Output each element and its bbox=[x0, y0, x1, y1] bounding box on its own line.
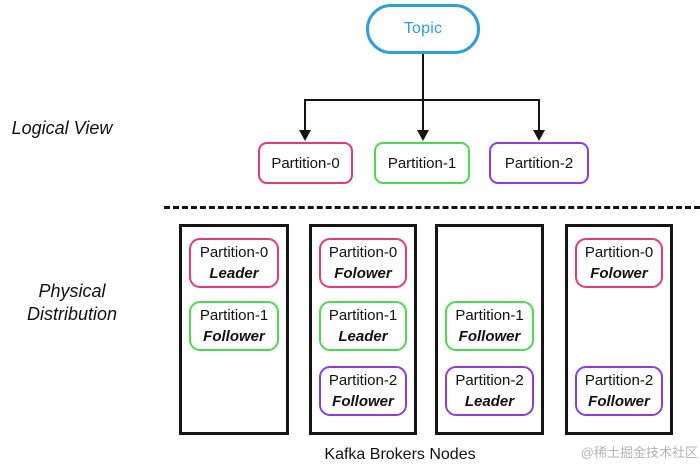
connector-horizontal-bar bbox=[304, 99, 540, 101]
broker-node-1: Partition-0 Leader Partition-1 Follower bbox=[179, 224, 289, 435]
topic-node: Topic bbox=[366, 4, 480, 54]
replica-partition-label: Partition-2 bbox=[455, 372, 524, 389]
replica-role-label: Follower bbox=[203, 328, 265, 345]
logical-partition-0: Partition-0 bbox=[258, 142, 353, 184]
replica-box: Partition-2 Follower bbox=[575, 366, 663, 416]
replica-partition-label: Partition-0 bbox=[199, 244, 269, 261]
logical-view-label: Logical View bbox=[11, 118, 113, 138]
arrow-down-icon-partition-1 bbox=[417, 130, 429, 141]
replica-role-label: Follower bbox=[588, 393, 650, 410]
replica-box: Partition-0 Folower bbox=[575, 238, 663, 288]
broker-node-3: Partition-1 Follower Partition-2 Leader bbox=[435, 224, 544, 435]
replica-role-label: Folower bbox=[334, 265, 392, 282]
physical-label-line2: Distribution bbox=[26, 304, 118, 324]
replica-partition-label: Partition-0 bbox=[584, 244, 654, 261]
replica-role-label: Folower bbox=[590, 265, 648, 282]
broker-node-2: Partition-0 Folower Partition-1 Leader P… bbox=[309, 224, 417, 435]
brokers-caption: Kafka Brokers Nodes bbox=[324, 446, 476, 463]
replica-role-label: Follower bbox=[332, 393, 394, 410]
replica-box: Partition-1 Follower bbox=[189, 301, 279, 351]
replica-partition-label: Partition-2 bbox=[328, 372, 398, 389]
logical-physical-divider bbox=[164, 206, 700, 209]
connector-topic-center-stem bbox=[422, 54, 424, 131]
replica-partition-label: Partition-0 bbox=[328, 244, 398, 261]
replica-role-label: Leader bbox=[464, 393, 515, 410]
replica-role-label: Leader bbox=[338, 328, 388, 345]
arrow-down-icon-partition-0 bbox=[299, 130, 311, 141]
connector-right-stem bbox=[538, 99, 540, 131]
physical-label-line1: Physical bbox=[38, 281, 106, 301]
logical-partition-1: Partition-1 bbox=[374, 142, 470, 184]
replica-box: Partition-2 Follower bbox=[319, 366, 407, 416]
physical-distribution-label: Physical Distribution bbox=[8, 280, 136, 326]
replica-partition-label: Partition-1 bbox=[199, 307, 269, 324]
broker-node-4: Partition-0 Folower Partition-2 Follower bbox=[565, 224, 673, 435]
replica-partition-label: Partition-1 bbox=[328, 307, 398, 324]
logical-partition-2: Partition-2 bbox=[489, 142, 589, 184]
watermark-text: @稀土掘金技术社区 bbox=[580, 445, 698, 460]
replica-box: Partition-0 Leader bbox=[189, 238, 279, 288]
replica-box: Partition-0 Folower bbox=[319, 238, 407, 288]
replica-partition-label: Partition-2 bbox=[584, 372, 654, 389]
replica-box: Partition-1 Leader bbox=[319, 301, 407, 351]
replica-box: Partition-1 Follower bbox=[445, 301, 534, 351]
replica-box: Partition-2 Leader bbox=[445, 366, 534, 416]
replica-partition-label: Partition-1 bbox=[455, 307, 524, 324]
connector-left-stem bbox=[304, 99, 306, 131]
replica-role-label: Follower bbox=[458, 328, 521, 345]
replica-role-label: Leader bbox=[209, 265, 259, 282]
arrow-down-icon-partition-2 bbox=[533, 130, 545, 141]
